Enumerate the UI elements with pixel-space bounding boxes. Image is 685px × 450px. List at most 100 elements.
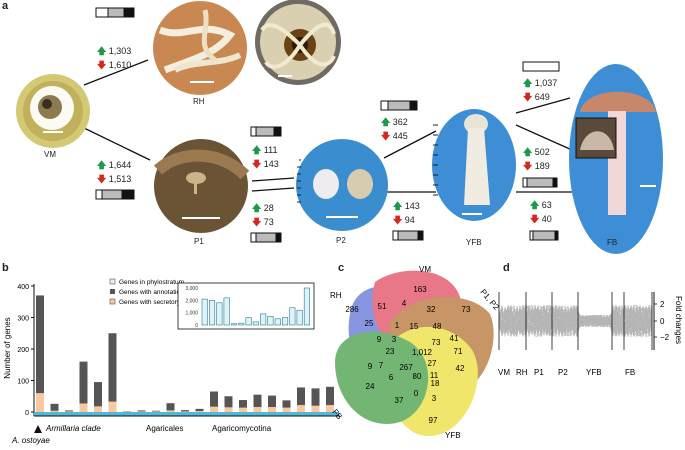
bar-p1-p2 — [250, 126, 282, 137]
bar-secretory — [253, 406, 262, 412]
down-count: 1,610 — [108, 60, 132, 70]
stage-label-p2: P2 — [336, 236, 346, 245]
stage-label: FB — [625, 368, 635, 377]
down-count: 1,513 — [108, 174, 132, 184]
bar-secretory — [79, 403, 88, 412]
stage-label: RH — [516, 368, 528, 377]
venn-region-value: 97 — [429, 416, 438, 425]
up-count: 28 — [263, 203, 274, 213]
bar-annotation — [195, 408, 204, 412]
stage-label-rh: RH — [193, 97, 205, 106]
fold-change-tick-label: −2 — [660, 333, 670, 342]
down-arrow-icon: 🡇 — [381, 131, 391, 141]
stage-label: P2 — [558, 368, 568, 377]
bar-annotation — [253, 394, 262, 412]
fold-change-label: Fold changes — [674, 296, 683, 344]
clade-label-agaricomycotina: Agaricomycotina — [212, 424, 272, 433]
inset-bar — [223, 297, 230, 326]
venn-label-yfb: YFB — [445, 431, 461, 440]
bar-secretory — [36, 393, 44, 412]
venn-region-value: 9 — [368, 362, 373, 371]
venn-region-value: 11 — [430, 371, 439, 380]
bar-annotation — [137, 410, 146, 412]
bar-annotation — [210, 391, 218, 412]
up-count: 1,037 — [534, 78, 558, 88]
down-count: 143 — [263, 159, 279, 169]
species-label: A. ostoyae — [11, 436, 50, 445]
down-count: 445 — [392, 131, 408, 141]
bar-secretory — [224, 407, 233, 412]
bar-vm-rh — [95, 7, 135, 18]
legend-swatch-phylostratum — [109, 278, 116, 285]
down-arrow-icon: 🡇 — [523, 92, 533, 102]
down-arrow-icon: 🡇 — [97, 174, 107, 184]
panel-label-b: b — [2, 262, 9, 274]
bar-annotation — [36, 295, 44, 412]
clade-band — [34, 412, 339, 416]
venn-region-value: 42 — [456, 364, 465, 373]
bar-secretory — [210, 406, 218, 412]
venn-region-value: 286 — [345, 305, 359, 314]
venn-region-value: 24 — [366, 382, 375, 391]
bar-annotation — [50, 403, 59, 412]
bar-secretory — [137, 411, 146, 412]
expression-line — [498, 305, 653, 338]
up-count: 111 — [263, 145, 278, 155]
transition-vm-p1: 🡅 1,644 🡇 1,513 — [97, 158, 131, 186]
venn-label-fb: FB — [330, 408, 343, 422]
expression-bars — [95, 7, 560, 243]
inset-bar — [252, 321, 259, 326]
bar-annotation — [326, 386, 334, 412]
bar-annotation — [268, 395, 276, 412]
bar-annotation — [166, 403, 175, 412]
bar-secretory — [166, 410, 175, 412]
expression-line — [498, 305, 653, 338]
y-tick-label: 400 — [17, 284, 29, 291]
venn-region-value: 0 — [414, 389, 419, 398]
venn-region-value: 4 — [402, 299, 407, 308]
down-arrow-icon: 🡇 — [252, 159, 262, 169]
vm-photo — [16, 74, 90, 148]
venn-region-value: 80 — [413, 372, 422, 381]
venn-region-value: 1,012 — [412, 348, 433, 357]
fold-change-tick-label: 2 — [660, 300, 665, 309]
bar-yfb-fb-bottom — [529, 230, 559, 241]
bar-secretory — [50, 410, 59, 412]
down-count: 649 — [534, 92, 550, 102]
bar-secretory — [195, 411, 204, 412]
legend-entry-secretory: Genes with secretory signal — [119, 299, 199, 306]
up-arrow-icon: 🡅 — [393, 201, 403, 211]
bar-secretory — [282, 407, 291, 412]
inset-tick-label: 1,000 — [185, 311, 198, 317]
inset-bar — [260, 313, 267, 326]
up-count: 143 — [404, 201, 420, 211]
venn-region-value: 25 — [365, 319, 374, 328]
venn-label-rh: RH — [330, 291, 342, 300]
bar-annotation — [65, 410, 73, 412]
clade-label-agaricales: Agaricales — [146, 424, 183, 433]
venn-region-value: 73 — [462, 305, 471, 314]
legend-entry-phylostratum: Genes in phylostratum — [119, 279, 184, 286]
legend: Genes in phylostratum Genes with annotat… — [109, 278, 199, 306]
legend-swatch-secretory — [109, 298, 116, 305]
bar-secretory — [239, 407, 247, 412]
up-arrow-icon: 🡅 — [530, 200, 540, 210]
transition-p2-p1: 🡅 28 🡇 73 — [252, 201, 274, 229]
up-count: 502 — [534, 147, 550, 157]
bar-p2-p1 — [250, 232, 282, 243]
bar-annotation — [224, 396, 233, 412]
venn-region-value: 71 — [454, 347, 463, 356]
inset-bar — [245, 317, 252, 326]
stage-label: P1 — [534, 368, 544, 377]
stage-brackets — [498, 292, 653, 350]
venn-region-value: 7 — [379, 361, 384, 370]
up-arrow-icon: 🡅 — [523, 78, 533, 88]
down-arrow-icon: 🡇 — [97, 60, 107, 70]
down-count: 94 — [404, 215, 415, 225]
stage-label: VM — [498, 368, 510, 377]
inset-bar — [209, 300, 216, 326]
bar-yfb-fb-top — [522, 61, 560, 72]
